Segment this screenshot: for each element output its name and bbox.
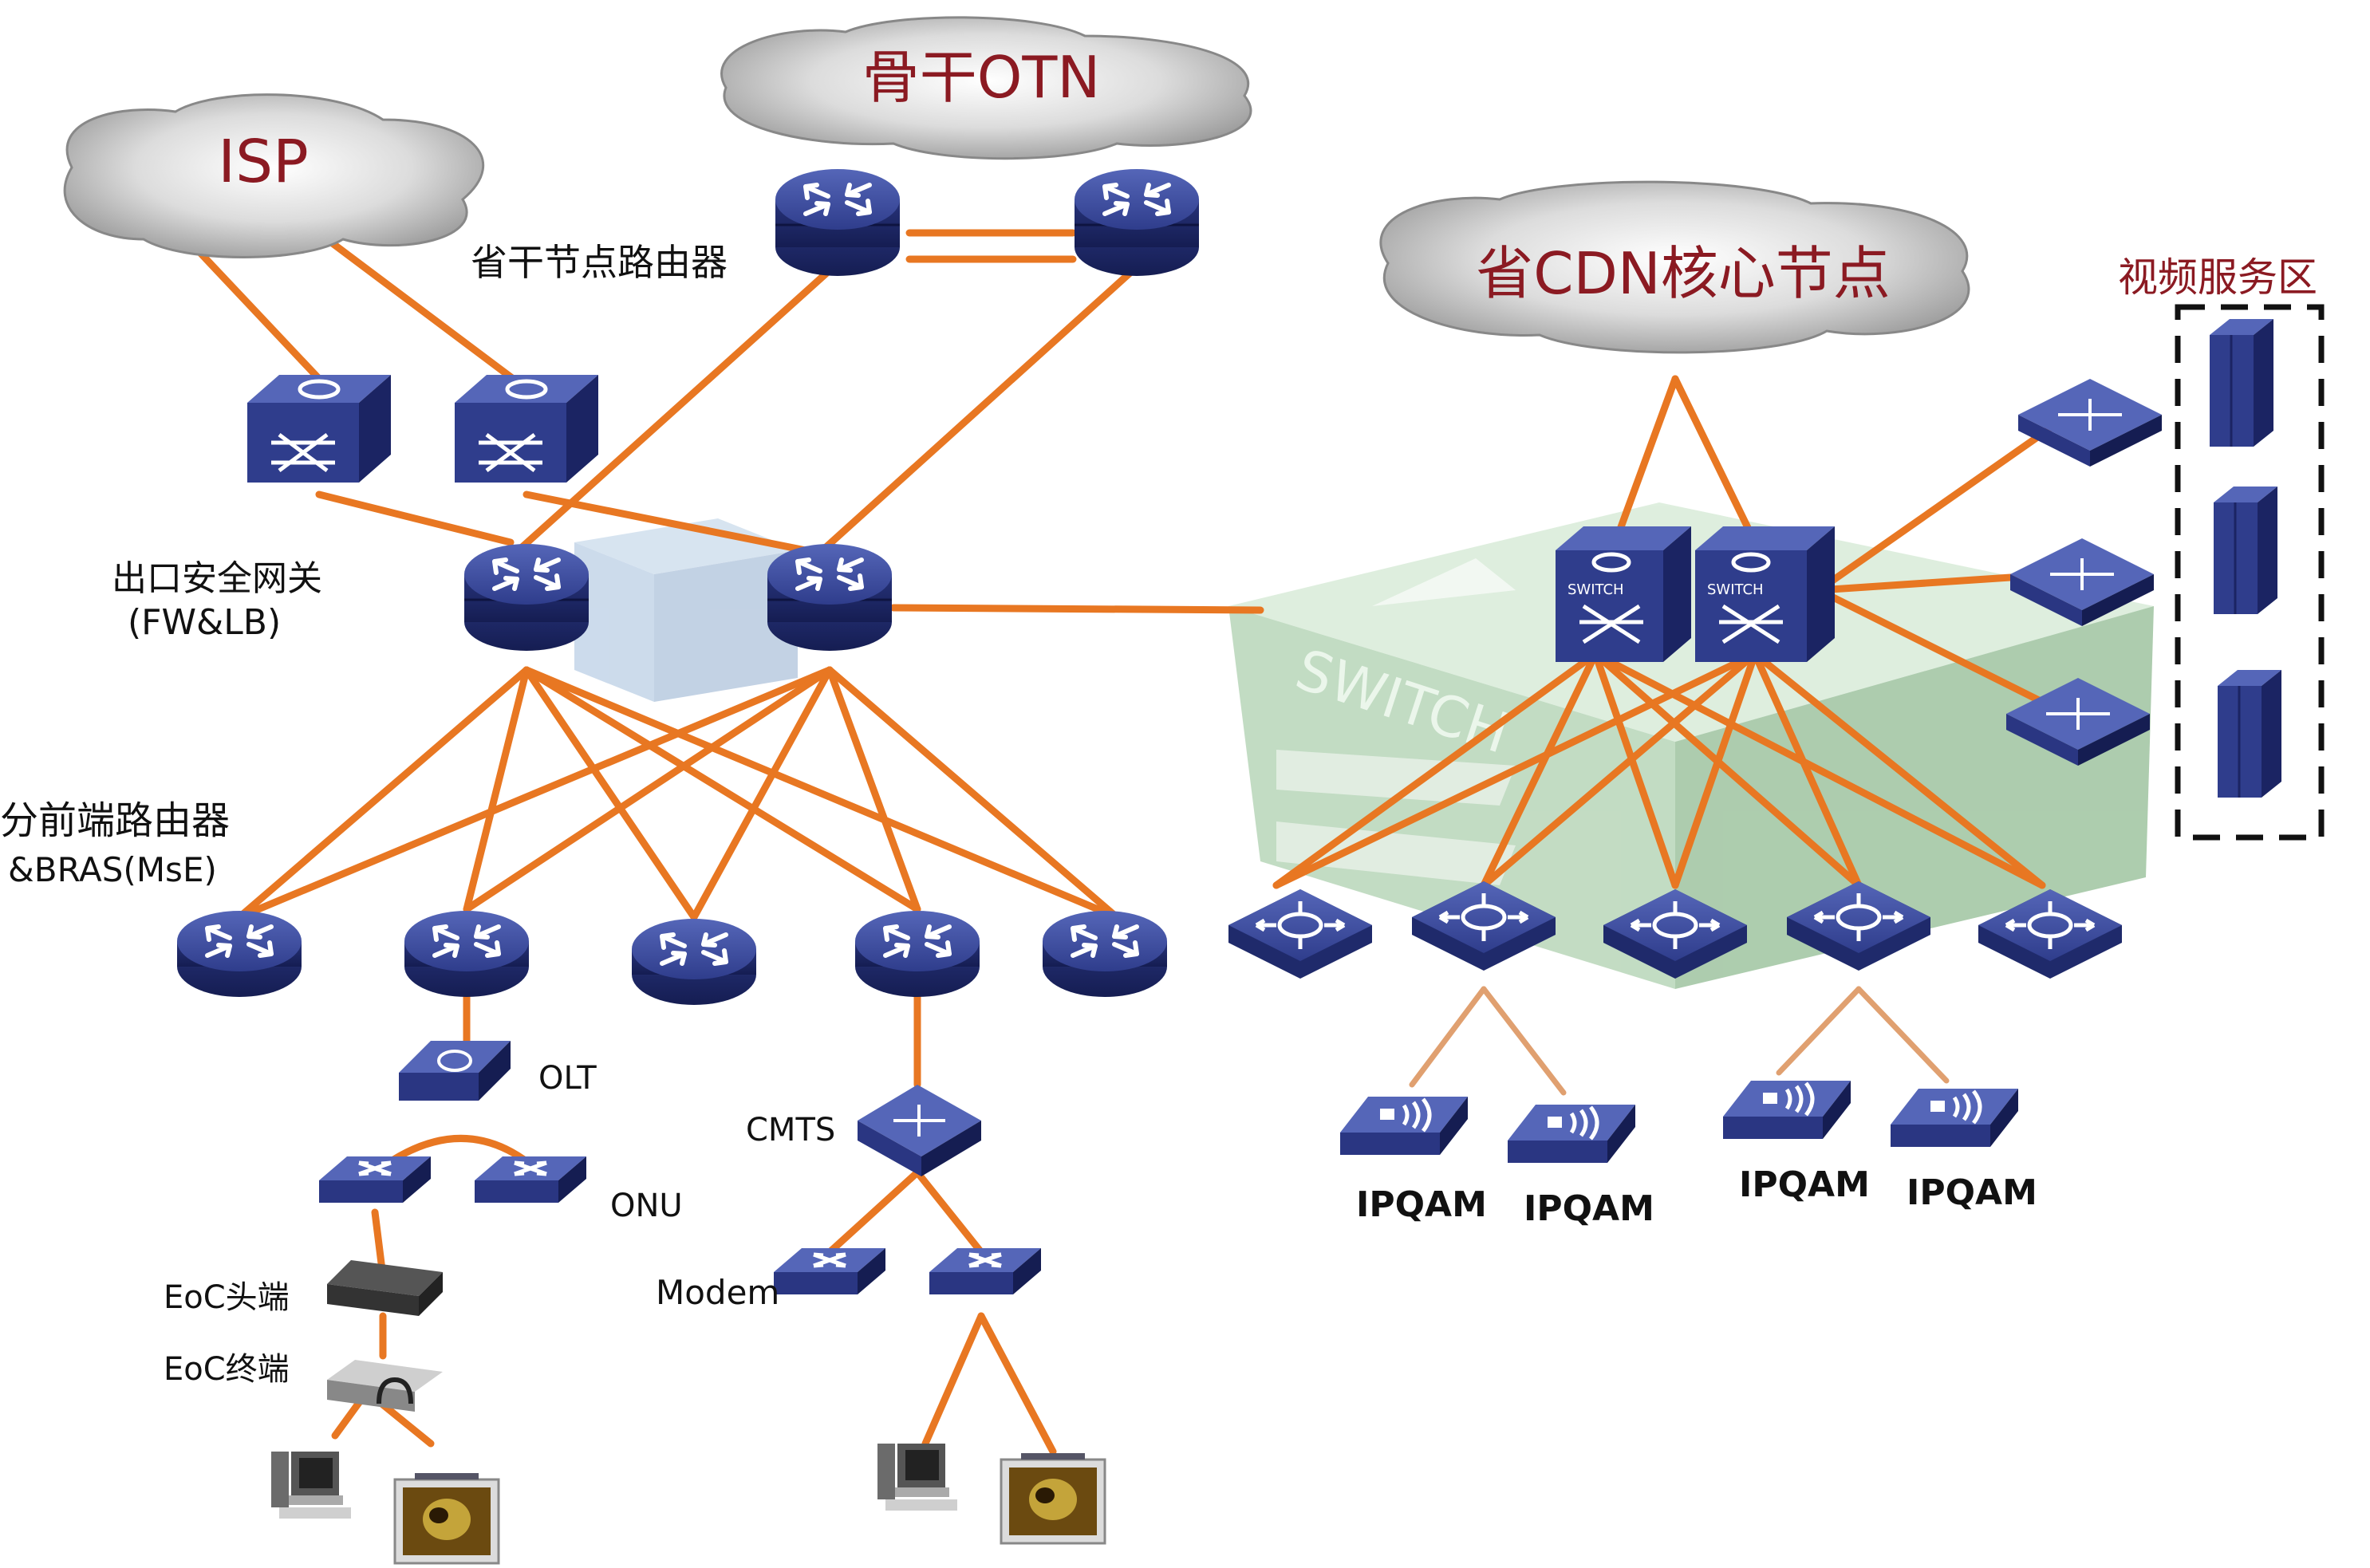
modem-label: Modem: [656, 1273, 779, 1312]
ipqam-device-2: [1508, 1105, 1635, 1163]
ipqam-label-3: IPQAM: [1739, 1164, 1870, 1205]
egress-gateway-label-2: (FW&LB): [128, 602, 281, 643]
olt-label: OLT: [538, 1060, 597, 1097]
isp-cube-switch-2: [455, 375, 598, 483]
modem-device-2: [929, 1248, 1041, 1294]
olt-device: [399, 1041, 511, 1101]
ipqam-links: [1409, 986, 1950, 1096]
video-server-3: [2216, 668, 2283, 799]
egress-backdrop-switch: [574, 518, 798, 702]
ipqam-device-4: [1891, 1089, 2018, 1147]
video-switch-3: [2006, 678, 2150, 766]
backbone-router-2: [1075, 169, 1199, 276]
ipqam-device-3: [1723, 1081, 1851, 1139]
isp-cube-switch-1: [247, 375, 391, 483]
otn-cloud: 骨干OTN: [720, 16, 1252, 160]
cmts-label: CMTS: [746, 1112, 835, 1148]
core-switch-1-label: SWITCH: [1568, 581, 1624, 598]
onu-device-1: [319, 1156, 431, 1203]
edge-router-4: [855, 911, 980, 997]
edge-router-3: [632, 919, 756, 1005]
edge-router-label-2: &BRAS(MsE): [8, 850, 217, 889]
egress-router-2: [767, 544, 892, 651]
onu-label: ONU: [610, 1188, 683, 1224]
tv-icon-1: [393, 1471, 500, 1565]
video-zone-box: [2175, 304, 2325, 841]
eoc-head-device: [327, 1260, 443, 1316]
ipqam-label-2: IPQAM: [1524, 1188, 1654, 1229]
aggregation-switch-1: [1228, 889, 1372, 979]
video-switch-1: [2018, 379, 2162, 467]
isp-cloud: ISP: [63, 93, 485, 258]
edge-router-label-1: 分前端路由器: [0, 798, 230, 843]
video-zone-label: 视频服务区: [2118, 254, 2317, 301]
egress-router-1: [464, 544, 589, 651]
backbone-router-1: [775, 169, 900, 276]
modem-device-1: [774, 1248, 885, 1294]
edge-router-1: [177, 911, 302, 997]
core-switch-1: SWITCH: [1556, 526, 1691, 662]
eoc-terminal-device: [327, 1360, 443, 1412]
ipqam-label-4: IPQAM: [1907, 1172, 2037, 1213]
tv-icon-2: [1000, 1452, 1106, 1545]
ipqam-label-1: IPQAM: [1356, 1184, 1487, 1225]
isp-cloud-label: ISP: [218, 128, 308, 196]
eoc-terminal-label: EoC终端: [164, 1351, 290, 1388]
cmts-device: [858, 1085, 981, 1176]
pc-icon-2: [877, 1444, 957, 1511]
video-switch-2: [2010, 538, 2154, 626]
edge-router-2: [404, 911, 529, 997]
egress-gateway-label-1: 出口安全网关: [112, 558, 322, 599]
core-switch-2-label: SWITCH: [1707, 581, 1764, 598]
core-switch-2: SWITCH: [1695, 526, 1835, 662]
eoc-head-label: EoC头端: [164, 1279, 290, 1316]
video-server-2: [2212, 485, 2279, 616]
edge-router-5: [1043, 911, 1167, 997]
pc-icon-1: [271, 1452, 351, 1519]
otn-cloud-label: 骨干OTN: [862, 44, 1101, 111]
backbone-router-label: 省干节点路由器: [471, 241, 728, 284]
video-server-1: [2208, 317, 2275, 448]
onu-device-2: [475, 1156, 586, 1203]
cdn-cloud: 省CDN核心节点: [1379, 180, 1970, 354]
ipqam-device-1: [1340, 1097, 1468, 1155]
cdn-cloud-label: 省CDN核心节点: [1476, 240, 1891, 307]
